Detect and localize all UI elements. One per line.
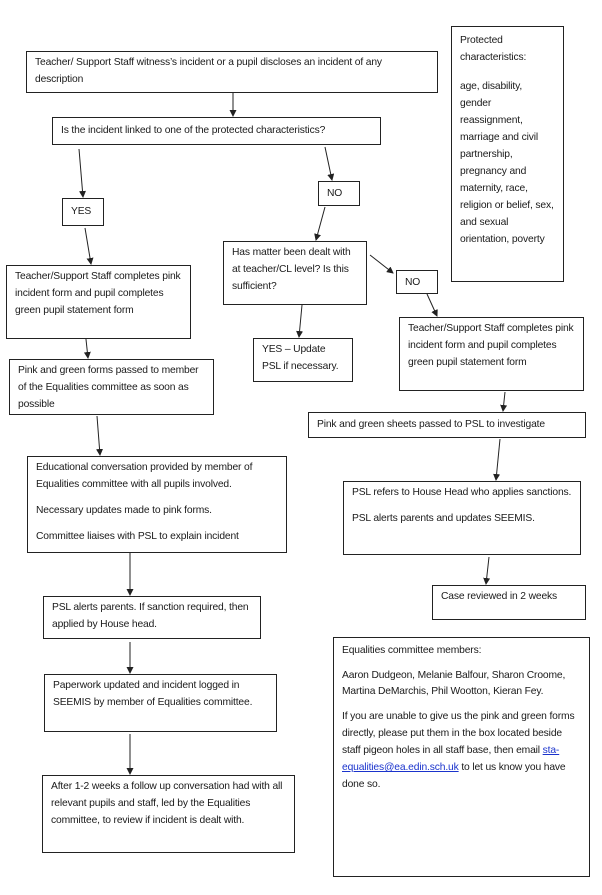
follow-up-box: After 1-2 weeks a follow up conversation… xyxy=(42,775,295,853)
committee-instructions-end: to let us know you have done so. xyxy=(342,762,566,790)
paperwork-text: Paperwork updated and incident logged in… xyxy=(53,680,253,708)
right-passed-text: Pink and green sheets passed to PSL to i… xyxy=(317,419,545,430)
educational-p2: Necessary updates made to pink forms. xyxy=(36,505,212,516)
arrow-dealt-to-yes-update xyxy=(296,304,304,338)
protected-title: Protected characteristics: xyxy=(460,35,527,63)
protected-characteristics-box: Protected characteristics: age, disabili… xyxy=(451,26,564,282)
psl-alerts-text: PSL alerts parents. If sanction required… xyxy=(52,602,249,630)
left-forms-text: Teacher/Support Staff completes pink inc… xyxy=(15,271,181,316)
protected-list: age, disability, gender reassignment, ma… xyxy=(460,81,554,245)
educational-box: Educational conversation provided by mem… xyxy=(27,456,287,553)
right-forms-text: Teacher/Support Staff completes pink inc… xyxy=(408,323,574,368)
arrow-no-to-right-forms xyxy=(426,293,438,317)
no-label-2: NO xyxy=(405,277,421,288)
psl-alerts-box: PSL alerts parents. If sanction required… xyxy=(43,596,261,639)
psl-refers-box: PSL refers to House Head who applies san… xyxy=(343,481,581,555)
no-box-2: NO xyxy=(396,270,438,294)
yes-update-text: YES – Update PSL if necessary. xyxy=(262,344,339,372)
yes-label: YES xyxy=(71,206,92,217)
committee-title: Equalities committee members: xyxy=(342,645,482,656)
committee-members: Aaron Dudgeon, Melanie Balfour, Sharon C… xyxy=(342,670,566,697)
left-passed-text: Pink and green forms passed to member of… xyxy=(18,365,199,410)
left-forms-box: Teacher/Support Staff completes pink inc… xyxy=(6,265,191,339)
follow-up-text: After 1-2 weeks a follow up conversation… xyxy=(51,781,283,826)
arrow-left-passed-to-educational xyxy=(96,415,104,456)
arrow-dealt-to-no xyxy=(369,254,394,274)
arrow-question-to-yes xyxy=(78,148,86,198)
arrow-right-passed-to-psl-refers xyxy=(493,438,501,481)
left-passed-box: Pink and green forms passed to member of… xyxy=(9,359,214,415)
dealt-question-text: Has matter been dealt with at teacher/CL… xyxy=(232,247,351,292)
educational-p1: Educational conversation provided by mem… xyxy=(36,462,253,490)
arrow-psl-refers-to-case xyxy=(483,556,491,585)
psl-refers-p1: PSL refers to House Head who applies san… xyxy=(352,487,572,498)
case-reviewed-text: Case reviewed in 2 weeks xyxy=(441,591,558,602)
right-passed-box: Pink and green sheets passed to PSL to i… xyxy=(308,412,586,438)
committee-box: Equalities committee members: Aaron Dudg… xyxy=(333,637,590,877)
no-label-1: NO xyxy=(327,188,343,199)
yes-update-box: YES – Update PSL if necessary. xyxy=(253,338,353,382)
start-text: Teacher/ Support Staff witness’s inciden… xyxy=(35,57,382,85)
yes-box: YES xyxy=(62,198,104,226)
dealt-question-box: Has matter been dealt with at teacher/CL… xyxy=(223,241,367,305)
case-reviewed-box: Case reviewed in 2 weeks xyxy=(432,585,586,620)
start-box: Teacher/ Support Staff witness’s inciden… xyxy=(26,51,438,93)
psl-refers-p2: PSL alerts parents and updates SEEMIS. xyxy=(352,513,535,524)
committee-instructions: If you are unable to give us the pink an… xyxy=(342,711,575,756)
right-forms-box: Teacher/Support Staff completes pink inc… xyxy=(399,317,584,391)
paperwork-box: Paperwork updated and incident logged in… xyxy=(44,674,277,732)
educational-p3: Committee liaises with PSL to explain in… xyxy=(36,531,239,542)
arrow-no-to-dealt xyxy=(314,206,326,241)
question-text: Is the incident linked to one of the pro… xyxy=(61,125,326,136)
committee-email-link[interactable]: sta-equalities@ea.edin.sch.uk xyxy=(342,745,560,773)
no-box-1: NO xyxy=(318,181,360,206)
arrow-right-forms-to-passed xyxy=(500,391,508,412)
question-box: Is the incident linked to one of the pro… xyxy=(52,117,381,145)
arrow-question-to-no xyxy=(324,146,335,181)
arrow-yes-to-forms xyxy=(84,227,94,265)
